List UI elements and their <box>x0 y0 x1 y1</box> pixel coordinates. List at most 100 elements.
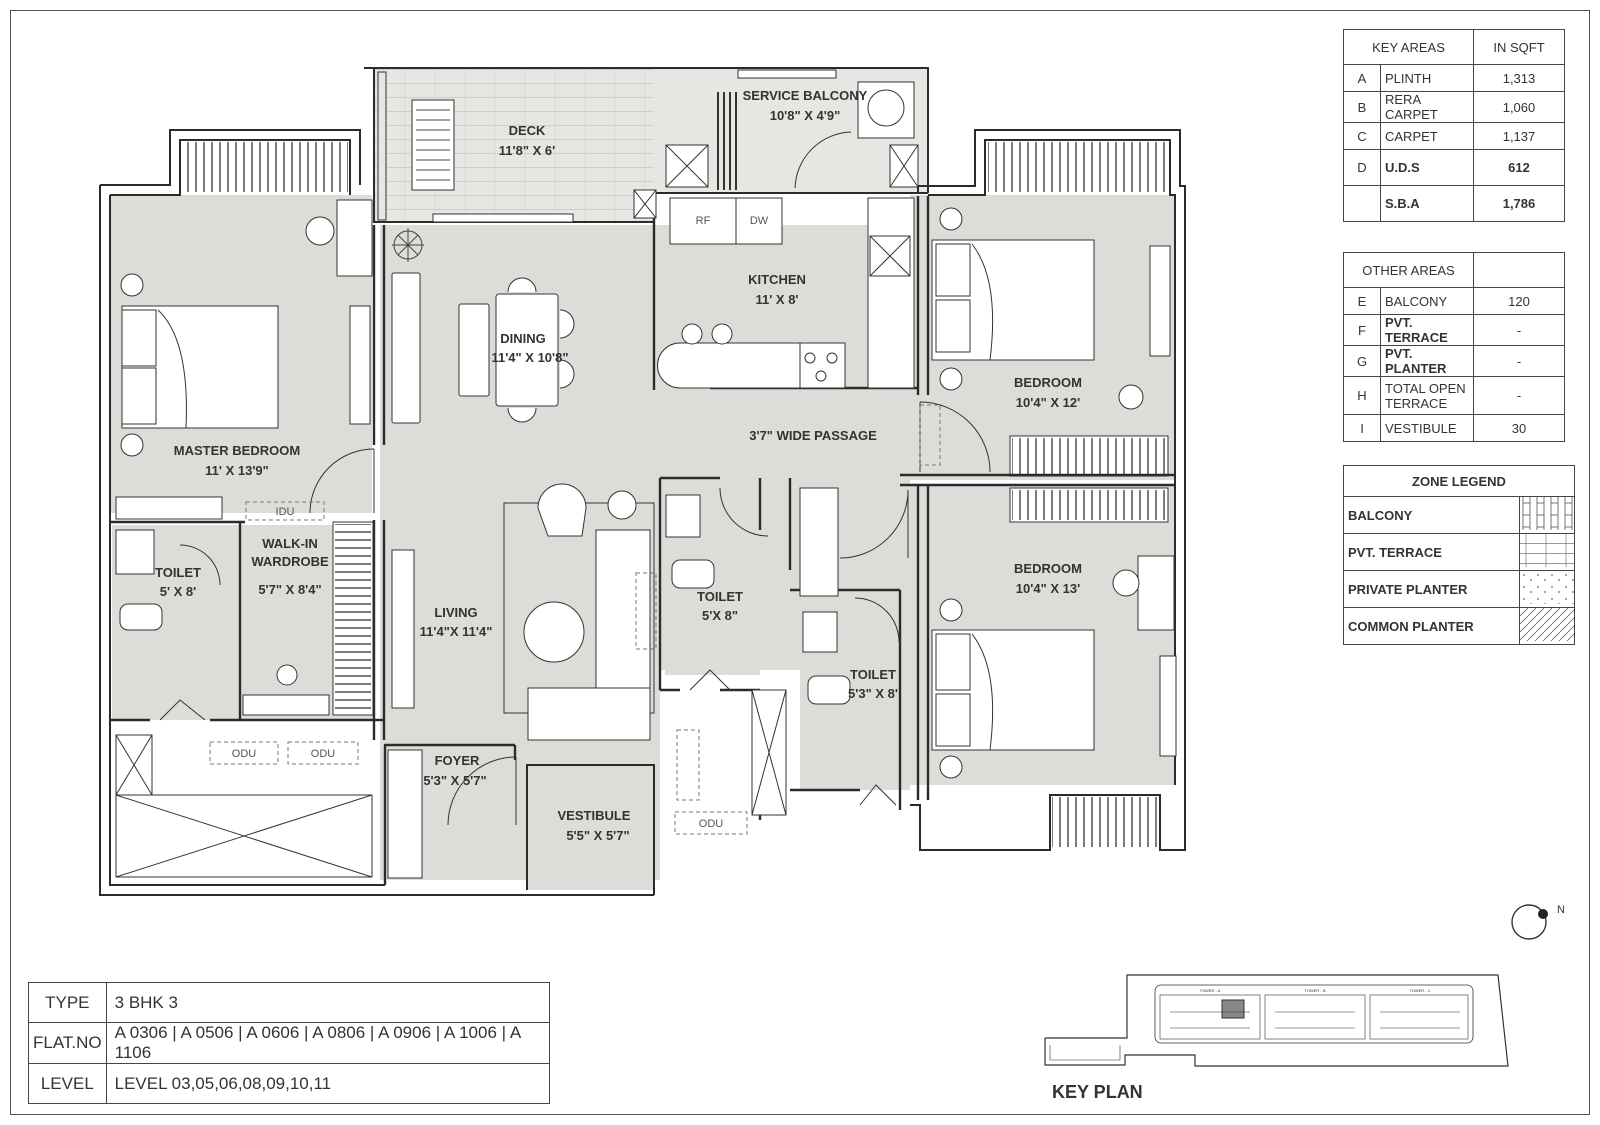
tower-c-label: TOWER - C <box>1409 988 1430 993</box>
deck-furniture <box>377 69 919 223</box>
table-row: C CARPET 1,137 <box>1343 122 1565 150</box>
row-value: 30 <box>1473 414 1565 442</box>
kitchen-label: KITCHEN <box>748 272 806 287</box>
bedroom-2-size: 10'4" X 13' <box>1016 581 1080 596</box>
row-label: PVT. TERRACE <box>1380 314 1474 346</box>
level-label: LEVEL <box>28 1063 107 1104</box>
table-row: FLAT.NO A 0306 | A 0506 | A 0606 | A 080… <box>28 1022 550 1064</box>
master-bedroom-furniture <box>115 199 373 520</box>
sqft-header: IN SQFT <box>1473 29 1565 65</box>
row-label: VESTIBULE <box>1380 414 1474 442</box>
odu-label-2: ODU <box>311 748 336 760</box>
row-label: PVT. PLANTER <box>1380 345 1474 377</box>
row-value: 1,313 <box>1473 64 1565 92</box>
master-bedroom-label: MASTER BEDROOM <box>174 443 300 458</box>
table-row: E BALCONY 120 <box>1343 287 1565 315</box>
toilet-2-3-fixtures <box>665 487 897 816</box>
row-value: 1,137 <box>1473 122 1565 150</box>
legend-label: COMMON PLANTER <box>1343 607 1520 645</box>
legend-row: PRIVATE PLANTER <box>1343 570 1575 608</box>
private-planter-swatch <box>1519 570 1575 608</box>
odu-label-3: ODU <box>699 818 724 830</box>
row-label: S.B.A <box>1380 185 1474 222</box>
toilet-walkin-fixtures <box>115 529 330 721</box>
row-value: 1,060 <box>1473 91 1565 123</box>
table-row: TYPE 3 BHK 3 <box>28 982 550 1023</box>
foyer-size: 5'3" X 5'7" <box>423 773 486 788</box>
bedroom-1-furniture <box>931 207 1171 410</box>
row-value: 612 <box>1473 149 1565 186</box>
foyer-label: FOYER <box>435 753 480 768</box>
zone-legend-table: ZONE LEGEND BALCONY PVT. TERRACE PRIVATE… <box>1343 465 1575 645</box>
row-code: I <box>1343 414 1381 442</box>
north-arrow-icon: N <box>1511 904 1565 940</box>
table-row: LEVEL LEVEL 03,05,06,08,09,10,11 <box>28 1063 550 1104</box>
toilet-2-label: TOILET <box>697 589 743 604</box>
master-bedroom-size: 11' X 13'9" <box>205 463 269 478</box>
flat-label: FLAT.NO <box>28 1022 107 1064</box>
other-areas-header-blank <box>1473 252 1565 288</box>
fridge-label: RF <box>696 215 711 227</box>
vestibule-size: 5'5" X 5'7" <box>566 828 629 843</box>
idu-label: IDU <box>276 506 295 518</box>
other-areas-table: OTHER AREAS E BALCONY 120 F PVT. TERRACE… <box>1343 252 1565 442</box>
walk-in-size: 5'7" X 8'4" <box>258 582 321 597</box>
row-value: 1,786 <box>1473 185 1565 222</box>
row-label: CARPET <box>1380 122 1474 150</box>
storage-units <box>115 734 373 878</box>
type-value: 3 BHK 3 <box>105 982 550 1023</box>
table-row: I VESTIBULE 30 <box>1343 414 1565 442</box>
deck-size: 11'8" X 6' <box>499 143 555 158</box>
kitchen-size: 11' X 8' <box>755 292 798 307</box>
legend-row: BALCONY <box>1343 496 1575 534</box>
flat-value: A 0306 | A 0506 | A 0606 | A 0806 | A 09… <box>105 1022 550 1064</box>
key-plan: TOWER - A TOWER - B TOWER - C <box>1044 974 1509 1067</box>
key-areas-table: KEY AREAS IN SQFT A PLINTH 1,313 B RERA … <box>1343 29 1565 222</box>
doors <box>179 401 991 826</box>
odu-label-1: ODU <box>232 748 257 760</box>
drawing-sheet <box>10 10 1590 1115</box>
row-value: - <box>1473 376 1565 415</box>
legend-row: COMMON PLANTER <box>1343 607 1575 645</box>
walk-in-label-2: WARDROBE <box>251 554 329 569</box>
table-row: S.B.A 1,786 <box>1343 185 1565 222</box>
table-row: B RERA CARPET 1,060 <box>1343 91 1565 123</box>
balcony-railings <box>182 142 1169 847</box>
row-code: A <box>1343 64 1381 92</box>
row-code: B <box>1343 91 1381 123</box>
row-value: 120 <box>1473 287 1565 315</box>
type-label: TYPE <box>28 982 107 1023</box>
row-label: U.D.S <box>1380 149 1474 186</box>
living-label: LIVING <box>434 605 477 620</box>
living-furniture <box>387 483 655 879</box>
row-code: C <box>1343 122 1381 150</box>
table-row: F PVT. TERRACE - <box>1343 314 1565 346</box>
bedroom-2-furniture <box>931 555 1177 779</box>
key-areas-header: KEY AREAS <box>1343 29 1474 65</box>
zone-legend-header: ZONE LEGEND <box>1343 465 1575 497</box>
bedroom-1-label: BEDROOM <box>1014 375 1082 390</box>
room-labels: DECK 11'8" X 6' SERVICE BALCONY 10'8" X … <box>155 88 1082 843</box>
plant-icon <box>392 228 424 262</box>
legend-label: PRIVATE PLANTER <box>1343 570 1520 608</box>
interior-walls <box>110 193 1175 885</box>
tower-a-label: TOWER - A <box>1200 988 1221 993</box>
vestibule-label: VESTIBULE <box>558 808 631 823</box>
ac-units <box>209 404 941 835</box>
common-planter-swatch <box>1519 607 1575 645</box>
legend-label: PVT. TERRACE <box>1343 533 1520 571</box>
row-label: PLINTH <box>1380 64 1474 92</box>
toilet-3-size: 5'3" X 8' <box>848 686 898 701</box>
row-label: RERA CARPET <box>1380 91 1474 123</box>
table-row: G PVT. PLANTER - <box>1343 345 1565 377</box>
balcony-swatch <box>1519 496 1575 534</box>
bedroom-1-size: 10'4" X 12' <box>1016 395 1080 410</box>
terrace-swatch <box>1519 533 1575 571</box>
dining-label: DINING <box>500 331 546 346</box>
row-code: F <box>1343 314 1381 346</box>
passage-label: 3'7" WIDE PASSAGE <box>749 428 877 443</box>
walls <box>99 67 1186 896</box>
bedroom-2-label: BEDROOM <box>1014 561 1082 576</box>
row-code: G <box>1343 345 1381 377</box>
